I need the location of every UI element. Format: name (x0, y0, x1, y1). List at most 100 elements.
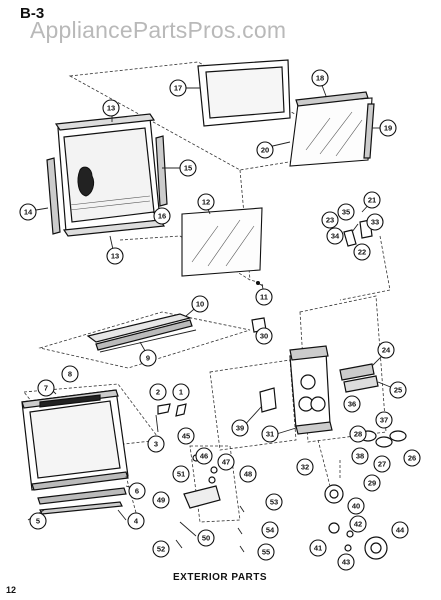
svg-text:2: 2 (156, 388, 160, 397)
callout-24: 24 (377, 341, 395, 359)
callout-44: 44 (391, 521, 409, 539)
svg-text:39: 39 (236, 424, 244, 433)
callout-13b: 13 (106, 247, 124, 265)
callout-45: 45 (177, 427, 195, 445)
callout-49: 49 (152, 491, 170, 509)
svg-text:29: 29 (368, 479, 376, 488)
svg-text:23: 23 (326, 216, 334, 225)
svg-text:11: 11 (260, 293, 268, 302)
callout-51: 51 (172, 465, 190, 483)
callout-42: 42 (349, 515, 367, 533)
callout-28: 28 (349, 425, 367, 443)
svg-text:5: 5 (36, 517, 40, 526)
svg-text:33: 33 (371, 218, 379, 227)
svg-text:17: 17 (174, 84, 182, 93)
callout-54: 54 (261, 521, 279, 539)
svg-text:38: 38 (356, 452, 364, 461)
svg-text:42: 42 (354, 520, 362, 529)
svg-text:51: 51 (177, 470, 185, 479)
svg-text:27: 27 (378, 460, 386, 469)
callout-8: 8 (61, 365, 79, 383)
svg-text:49: 49 (157, 496, 165, 505)
svg-text:15: 15 (184, 164, 192, 173)
section-label: B-3 (20, 5, 44, 22)
callout-48: 48 (239, 465, 257, 483)
callout-20: 20 (256, 141, 274, 159)
callout-18: 18 (311, 69, 329, 87)
svg-text:9: 9 (146, 354, 150, 363)
callout-46: 46 (195, 447, 213, 465)
svg-text:26: 26 (408, 454, 416, 463)
callout-9: 9 (139, 349, 157, 367)
callout-16: 16 (153, 207, 171, 225)
svg-text:3: 3 (154, 440, 158, 449)
svg-text:6: 6 (135, 487, 139, 496)
svg-text:45: 45 (182, 432, 190, 441)
page-number: 12 (6, 585, 16, 595)
svg-text:43: 43 (342, 558, 350, 567)
svg-text:4: 4 (134, 517, 139, 526)
svg-text:19: 19 (384, 124, 392, 133)
callout-1: 1 (172, 383, 190, 401)
svg-text:25: 25 (394, 386, 402, 395)
svg-text:21: 21 (368, 196, 376, 205)
door-assembly-group (21, 383, 187, 521)
callout-47: 47 (217, 453, 235, 471)
callout-39: 39 (231, 419, 249, 437)
svg-text:48: 48 (244, 470, 252, 479)
callout-34: 34 (326, 227, 344, 245)
callout-17: 17 (169, 79, 187, 97)
svg-text:40: 40 (352, 502, 360, 511)
svg-text:16: 16 (158, 212, 166, 221)
svg-text:24: 24 (382, 346, 391, 355)
callout-6: 6 (128, 482, 146, 500)
callout-25: 25 (389, 381, 407, 399)
callout-11: 11 (255, 288, 273, 306)
svg-text:37: 37 (380, 416, 388, 425)
svg-text:18: 18 (316, 74, 324, 83)
svg-text:54: 54 (266, 526, 275, 535)
diagram-caption: EXTERIOR PARTS (173, 572, 267, 583)
callout-10: 10 (191, 295, 209, 313)
door-glass-frame-group (46, 59, 375, 287)
callout-21: 21 (363, 191, 381, 209)
svg-text:34: 34 (331, 232, 340, 241)
callout-37: 37 (375, 411, 393, 429)
svg-text:8: 8 (68, 370, 72, 379)
callout-19: 19 (379, 119, 397, 137)
callout-41: 41 (309, 539, 327, 557)
callout-15: 15 (179, 159, 197, 177)
svg-text:10: 10 (196, 300, 204, 309)
svg-text:31: 31 (266, 430, 274, 439)
svg-text:36: 36 (348, 400, 356, 409)
svg-text:13: 13 (111, 252, 119, 261)
callout-53: 53 (265, 493, 283, 511)
svg-text:44: 44 (396, 526, 405, 535)
callout-22: 22 (353, 243, 371, 261)
callout-43: 43 (337, 553, 355, 571)
callout-29: 29 (363, 474, 381, 492)
callout-23: 23 (321, 211, 339, 229)
callout-3: 3 (147, 435, 165, 453)
callout-7: 7 (37, 379, 55, 397)
callout-32: 32 (296, 458, 314, 476)
svg-text:53: 53 (270, 498, 278, 507)
callout-52: 52 (152, 540, 170, 558)
callout-33: 33 (366, 213, 384, 231)
svg-text:14: 14 (24, 208, 33, 217)
svg-text:41: 41 (314, 544, 322, 553)
callout-12: 12 (197, 193, 215, 211)
svg-text:7: 7 (44, 384, 48, 393)
callout-35: 35 (337, 203, 355, 221)
svg-text:28: 28 (354, 430, 362, 439)
callout-13a: 13 (102, 99, 120, 117)
svg-text:50: 50 (202, 534, 210, 543)
callout-30: 30 (255, 327, 273, 345)
svg-text:20: 20 (261, 146, 269, 155)
callout-5: 5 (29, 512, 47, 530)
svg-text:22: 22 (358, 248, 366, 257)
svg-text:1: 1 (179, 388, 183, 397)
callout-14: 14 (19, 203, 37, 221)
